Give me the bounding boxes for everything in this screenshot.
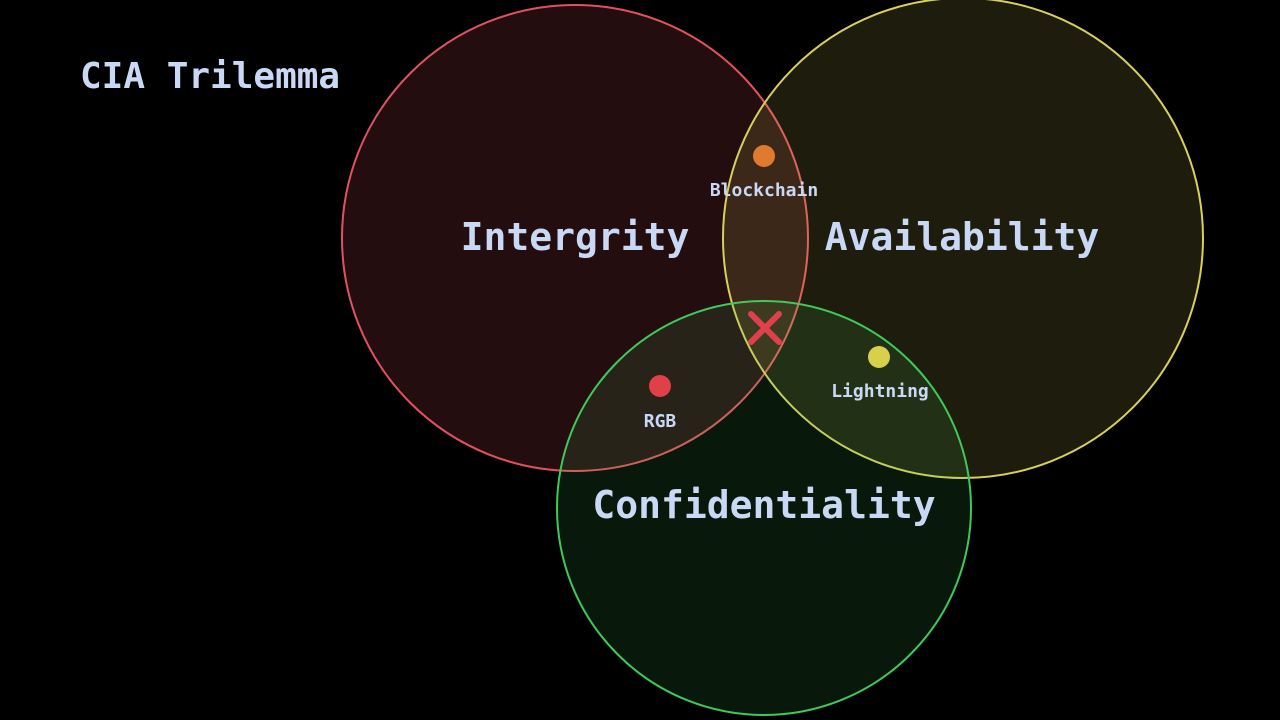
availability-circle: [722, 0, 1204, 479]
center-cross-icon: [748, 311, 782, 345]
lightning-label: Lightning: [831, 381, 929, 402]
integrity-circle: [341, 4, 809, 472]
rgb-label: RGB: [644, 411, 677, 432]
lightning-dot: [868, 346, 890, 368]
blockchain-dot: [753, 145, 775, 167]
rgb-dot: [649, 375, 671, 397]
page-title: CIA Trilemma: [80, 56, 341, 97]
blockchain-label: Blockchain: [710, 180, 818, 201]
integrity-label: Intergrity: [461, 215, 690, 259]
confidentiality-label: Confidentiality: [592, 483, 935, 527]
availability-label: Availability: [825, 215, 1100, 259]
confidentiality-circle: [556, 300, 972, 716]
